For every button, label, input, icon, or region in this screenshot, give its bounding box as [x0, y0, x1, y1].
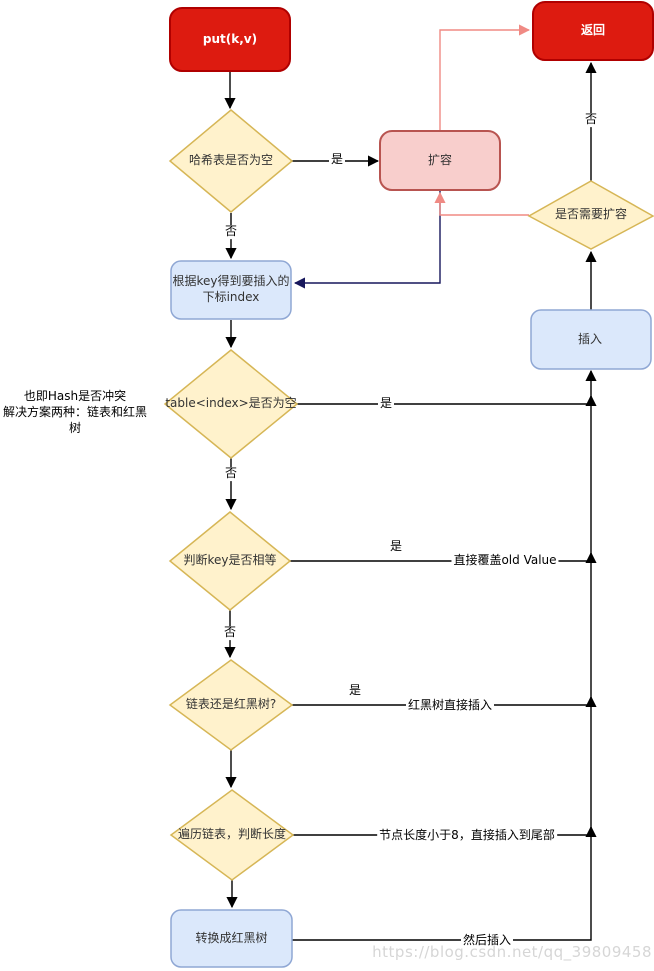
node-get-index — [170, 260, 292, 320]
node-list-or-tree — [168, 659, 294, 751]
csdn-watermark: https://blog.csdn.net/qq_39809458 — [372, 943, 652, 961]
annotation-line1: 也即Hash是否冲突 — [23, 389, 127, 403]
node-table-empty — [163, 349, 299, 459]
node-hash-empty — [168, 109, 294, 213]
edge-traverse-to-trunk — [293, 825, 597, 838]
edge-expand-to-getindex — [293, 190, 441, 289]
edge-expand-to-return — [439, 24, 531, 131]
node-insert — [530, 309, 652, 370]
annotation-line3: 树 — [68, 421, 82, 435]
node-need-expand — [527, 180, 654, 250]
annotation-line2: 解决方案两种：链表和红黑 — [2, 405, 148, 419]
edge-tableempty-yes-to-trunk — [297, 394, 597, 407]
node-key-equal — [168, 511, 292, 611]
node-traverse — [169, 789, 295, 881]
edge-torbtree-to-insert-trunk — [292, 369, 597, 941]
node-return — [532, 1, 654, 61]
node-to-rbtree — [170, 909, 293, 968]
edge-listortree-yes-to-trunk — [292, 695, 597, 708]
node-put — [169, 7, 291, 72]
annotation-hash-conflict: 也即Hash是否冲突 解决方案两种：链表和红黑 树 — [3, 388, 147, 436]
node-expand — [379, 130, 501, 191]
edge-needexpand-to-expand — [434, 191, 529, 216]
edge-keyequal-yes-to-trunk — [290, 551, 597, 564]
